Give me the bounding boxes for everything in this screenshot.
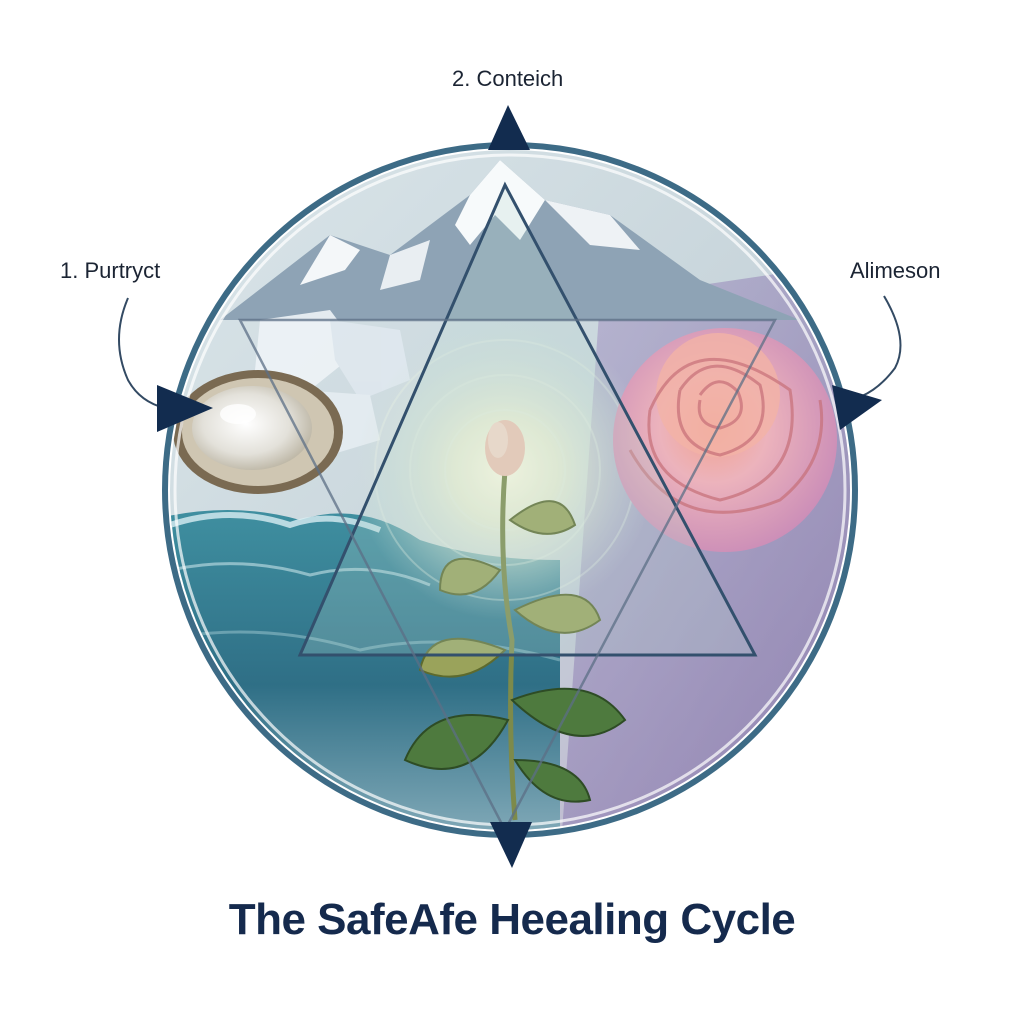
oyster-illustration (173, 370, 343, 494)
stage-label-purtryct: 1. Purtryct (60, 258, 161, 283)
stage-label-alimeson: Alimeson (850, 258, 941, 283)
up-triangle (297, 181, 758, 657)
arrow-left-icon (157, 385, 213, 432)
arrow-top-icon (488, 105, 530, 150)
down-triangle (237, 318, 778, 830)
mountain-illustration (220, 160, 800, 320)
diagram-title: The SafeAfe Heealing Cycle (228, 895, 796, 944)
scene-illustration (170, 150, 850, 830)
arrow-right-icon (832, 385, 882, 430)
arrow-bottom-icon (490, 822, 532, 868)
right-connector-line (861, 295, 902, 397)
left-connector-line (118, 297, 166, 409)
stage-label-conteich: 2. Conteich (452, 66, 564, 91)
